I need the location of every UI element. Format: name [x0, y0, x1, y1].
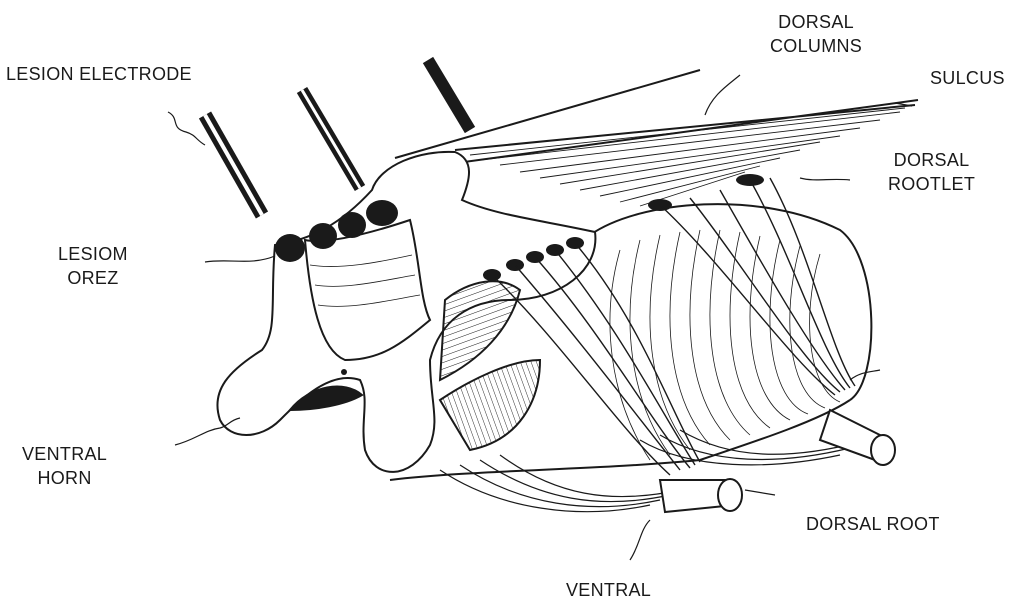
- label-ventral-horn: VENTRAL HORN: [22, 442, 107, 490]
- label-dorsal-rootlet-line1: DORSAL: [888, 148, 975, 172]
- label-ventral-horn-line1: VENTRAL: [22, 442, 107, 466]
- label-dorsal-rootlet: DORSAL ROOTLET: [888, 148, 975, 196]
- label-dorsal-columns-line2: COLUMNS: [770, 34, 862, 58]
- label-lesion-drez: LESIOM OREZ: [58, 242, 128, 290]
- label-dorsal-columns-line1: DORSAL: [770, 10, 862, 34]
- label-lesion-drez-line2: OREZ: [58, 266, 128, 290]
- label-ventral-horn-line2: HORN: [22, 466, 107, 490]
- label-lesion-electrode: LESION ELECTRODE: [6, 62, 192, 86]
- label-dorsal-columns: DORSAL COLUMNS: [770, 10, 862, 58]
- label-sulcus: SULCUS: [930, 66, 1005, 90]
- label-dorsal-rootlet-line2: ROOTLET: [888, 172, 975, 196]
- label-dorsal-root: DORSAL ROOT: [806, 512, 940, 536]
- label-lesion-drez-line1: LESIOM: [58, 242, 128, 266]
- label-ventral: VENTRAL: [566, 578, 651, 602]
